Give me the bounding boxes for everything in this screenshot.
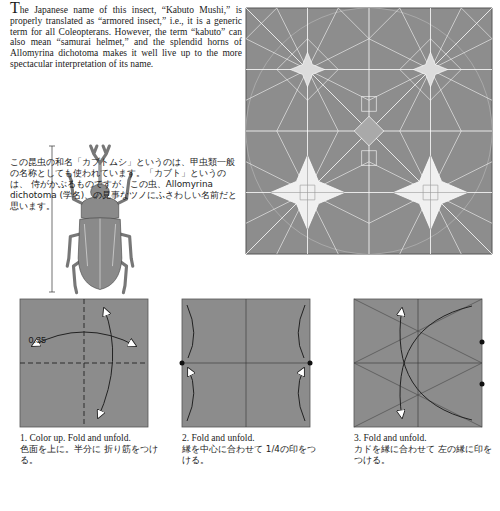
crease-pattern (271, 156, 468, 230)
step-3-figure (400, 308, 472, 420)
intro-text-ja: この昆虫の和名「カブトムシ」というのは、甲虫類一般 の名称としても使われています… (10, 157, 242, 212)
crease-pattern (290, 52, 324, 86)
step-panel: 1. Color up. Fold and unfold.色面を上に。半分に 折… (20, 299, 160, 466)
beetle-figure (84, 219, 115, 289)
step-panel: 3. Fold and unfold.カドを縁に合わせて 左の縁に印をつける。 (354, 299, 494, 466)
step-3-figure (354, 363, 482, 364)
step-1-figure (32, 332, 136, 346)
step-2-figure (298, 305, 305, 421)
beetle-figure (69, 174, 86, 205)
step-caption-ja: 色面を上に。半分に 折り筋をつける。 (20, 444, 160, 466)
crease-pattern (362, 97, 377, 166)
step-2-figure (308, 361, 313, 366)
step-caption: 2. Fold and unfold. (182, 433, 322, 444)
dimension-label: 0.35 (18, 335, 46, 345)
crease-pattern (246, 8, 492, 254)
step-1-figure (20, 299, 148, 427)
step-1-figure (20, 363, 148, 364)
dimension-line (49, 146, 55, 147)
intro-text: The Japanese name of this insect, “Kabut… (10, 3, 242, 70)
beetle-figure (114, 174, 131, 205)
step-panel: 2. Fold and unfold.縁を中心に合わせて 1/4の印をつける。 (182, 299, 322, 466)
step-3-figure (400, 306, 472, 418)
crease-pattern (413, 52, 447, 86)
step-caption: 1. Color up. Fold and unfold. (20, 433, 160, 444)
dimension-line (49, 292, 55, 293)
step-3-figure (480, 340, 485, 345)
step-3-figure (354, 299, 482, 427)
beetle-figure (78, 218, 122, 290)
crease-pattern (246, 8, 492, 254)
step-3-figure (354, 299, 482, 427)
step-3-figure (480, 382, 485, 387)
step-3-figure (354, 299, 485, 427)
step-caption: 3. Fold and unfold. (354, 433, 494, 444)
step-1-figure (98, 308, 113, 418)
crease-pattern (246, 8, 492, 254)
crease-pattern (246, 8, 492, 254)
step-2-figure (182, 363, 310, 364)
crease-pattern (246, 8, 492, 254)
step-2-figure (182, 299, 310, 427)
step-caption-ja: カドを縁に合わせて 左の縁に印をつける。 (354, 444, 494, 466)
crease-pattern (354, 116, 384, 146)
beetle-figure (81, 197, 118, 220)
step-1-figure (20, 299, 148, 427)
step-2-figure (180, 361, 185, 366)
step-caption-ja: 縁を中心に合わせて 1/4の印をつける。 (182, 444, 322, 466)
step-2-figure (180, 299, 313, 427)
step-2-figure (187, 305, 194, 421)
